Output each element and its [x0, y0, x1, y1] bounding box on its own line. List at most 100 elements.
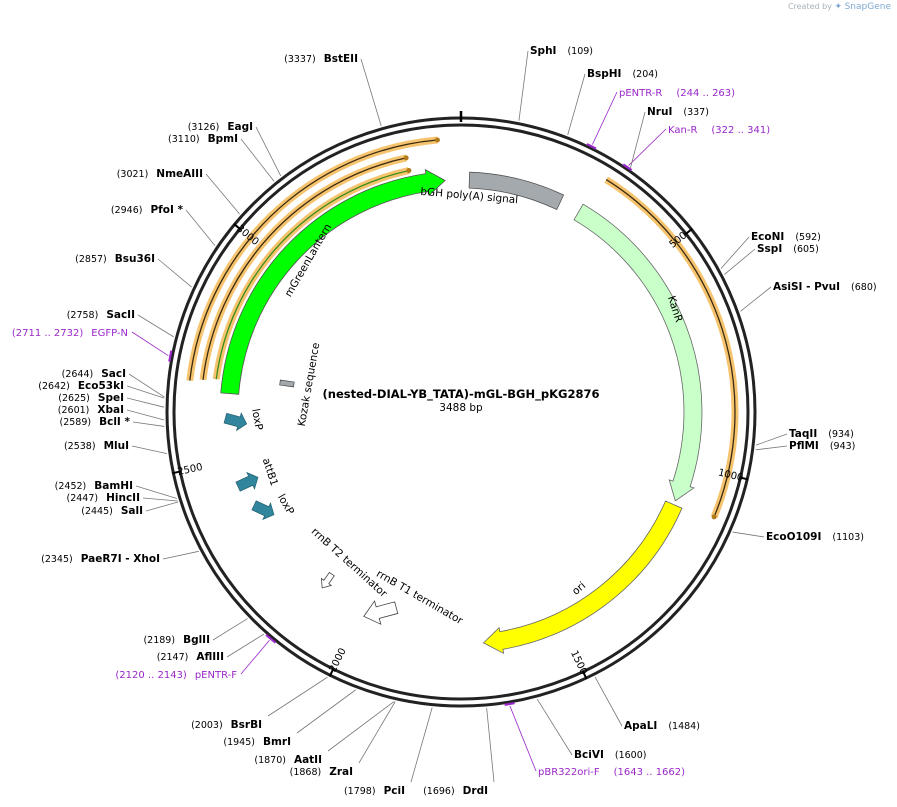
- highlight-left-outer-end: [434, 137, 440, 143]
- primer-name: Kan-R: [668, 125, 697, 136]
- site-leader: [255, 126, 282, 177]
- site-position: (2003): [191, 720, 223, 731]
- site-name: SphI: [530, 45, 556, 57]
- site-position: (3110): [168, 134, 200, 145]
- site-position: (2445): [81, 506, 113, 517]
- tick-mark-500: [684, 227, 693, 236]
- site-name: ApaLI: [624, 720, 657, 732]
- site-leader: [630, 111, 646, 169]
- feature-loxp-2: [251, 500, 275, 521]
- primer-label: (2711 .. 2732)EGFP-N: [12, 328, 128, 339]
- feature-rrnb-t2: [320, 571, 335, 589]
- site-position: (1798): [344, 786, 376, 797]
- site-leader: [327, 701, 395, 752]
- site-leader: [518, 50, 529, 121]
- highlight-layer: [186, 136, 739, 520]
- site-apali: ApaLI (1484): [594, 676, 700, 732]
- label-kozak: Kozak sequence: [296, 342, 323, 428]
- site-label: (2538)MluI: [64, 440, 129, 452]
- site-position: (2147): [157, 652, 189, 663]
- site-position: (2589): [60, 417, 92, 428]
- primer-label: pBR322ori-F(1643 .. 1662): [538, 767, 685, 778]
- primer-name: pBR322ori-F: [538, 767, 600, 778]
- site-label: EcoO109I(1103): [766, 531, 864, 543]
- feature-attb1: [235, 471, 259, 492]
- site-bcli: (2589) BclI *: [60, 416, 165, 428]
- label-attb1: attB1: [260, 457, 280, 488]
- site-sacii: (2758)SacII: [67, 309, 174, 338]
- site-label: (2857)Bsu36I: [75, 253, 155, 265]
- primer-layer: pENTR-R(244 .. 263) Kan-R(322 .. 341) pBR3…: [12, 88, 770, 778]
- label-rrnb-t2: rrnB T2 terminator: [309, 526, 390, 601]
- site-position: (2644): [62, 369, 94, 380]
- site-name: Eco53kI: [78, 380, 124, 392]
- site-leader: [212, 618, 248, 641]
- site-name: BstEII: [324, 53, 358, 65]
- site-bsphi: BspHI (204): [567, 68, 658, 135]
- site-nrui: NruI(337): [630, 106, 709, 169]
- site-name: BclI *: [99, 416, 130, 428]
- site-position: (204): [632, 69, 658, 80]
- site-position: (1484): [668, 721, 700, 732]
- site-leader: [126, 409, 165, 421]
- primer-leader: [592, 91, 618, 145]
- feature-kozak: [279, 379, 295, 388]
- site-eagi: (3126)EagI: [188, 121, 282, 177]
- feature-ori-arrow: [482, 500, 683, 655]
- site-leader: [756, 433, 788, 446]
- site-sspi: SspI(605): [724, 243, 819, 275]
- site-saci: (2644)SacI: [62, 368, 165, 398]
- site-leader: [536, 698, 573, 756]
- highlight-right-line: [605, 179, 736, 518]
- primer-label: pENTR-R(244 .. 263): [619, 88, 735, 99]
- site-bamhi: (2452)BamHI: [55, 480, 177, 499]
- credit-brand: SnapGene: [844, 2, 891, 12]
- site-drdi: (1696)DrdI: [423, 707, 495, 797]
- site-position: (2857): [75, 254, 107, 265]
- site-name: BspHI: [587, 68, 621, 80]
- site-leader: [267, 676, 328, 717]
- site-position: (1945): [223, 737, 255, 748]
- snapgene-credit: Created by ✦ SnapGene: [788, 2, 891, 12]
- feature-mgreenlantern-arrow: [220, 168, 446, 395]
- site-leader: [126, 397, 165, 408]
- site-leader: [755, 445, 788, 451]
- primer-arc-pbr322ori-f: [504, 702, 515, 706]
- site-afliii: (2147)AflIII: [157, 633, 265, 663]
- primer-pentr-f: (2120 .. 2143)pENTR-F: [115, 640, 270, 681]
- primer-label: Kan-R(322 .. 341): [668, 125, 770, 136]
- site-leader: [240, 138, 275, 182]
- label-rrnb-t1: rrnB T1 terminator: [374, 568, 465, 628]
- center-label: (nested-DIAL-YB_TATA)-mGL-BGH_pKG2876 34…: [323, 387, 600, 414]
- feature-kanr-arrow: [573, 203, 703, 502]
- site-leader: [594, 676, 623, 727]
- tick-mark-2000: [328, 667, 335, 677]
- site-econi: EcoNI(592): [720, 231, 821, 269]
- backbone-inner-strand: [172, 123, 750, 701]
- site-name: NruI: [647, 106, 672, 118]
- site-label: (2189)BglII: [143, 634, 210, 646]
- tick-label-1500: 1500: [568, 649, 589, 677]
- site-bsrbi: (2003)BsrBI: [191, 676, 328, 731]
- site-label: NruI(337): [647, 106, 709, 118]
- site-label: BspHI (204): [587, 68, 658, 80]
- site-leader: [142, 497, 178, 502]
- plasmid-name: (nested-DIAL-YB_TATA)-mGL-BGH_pKG2876: [323, 387, 600, 402]
- site-position: (2189): [143, 635, 175, 646]
- primer-arc-pentr-r: [586, 143, 597, 150]
- site-label: PflMI(943): [789, 440, 855, 452]
- site-name: XbaI: [97, 404, 124, 416]
- site-leader: [226, 633, 265, 658]
- site-label: (1798)PciI: [344, 785, 405, 797]
- site-position: (1696): [423, 786, 455, 797]
- site-label: SphI(109): [530, 45, 593, 57]
- site-spei: (2625)SpeI: [58, 392, 165, 408]
- highlight-left-green-end: [406, 168, 412, 174]
- site-leader: [720, 236, 750, 269]
- site-position: (605): [793, 244, 819, 255]
- site-leader: [162, 550, 199, 560]
- snapgene-logo-icon: ✦: [834, 2, 843, 12]
- site-position: (1870): [254, 755, 286, 766]
- site-label: (1868)ZraI: [290, 766, 353, 778]
